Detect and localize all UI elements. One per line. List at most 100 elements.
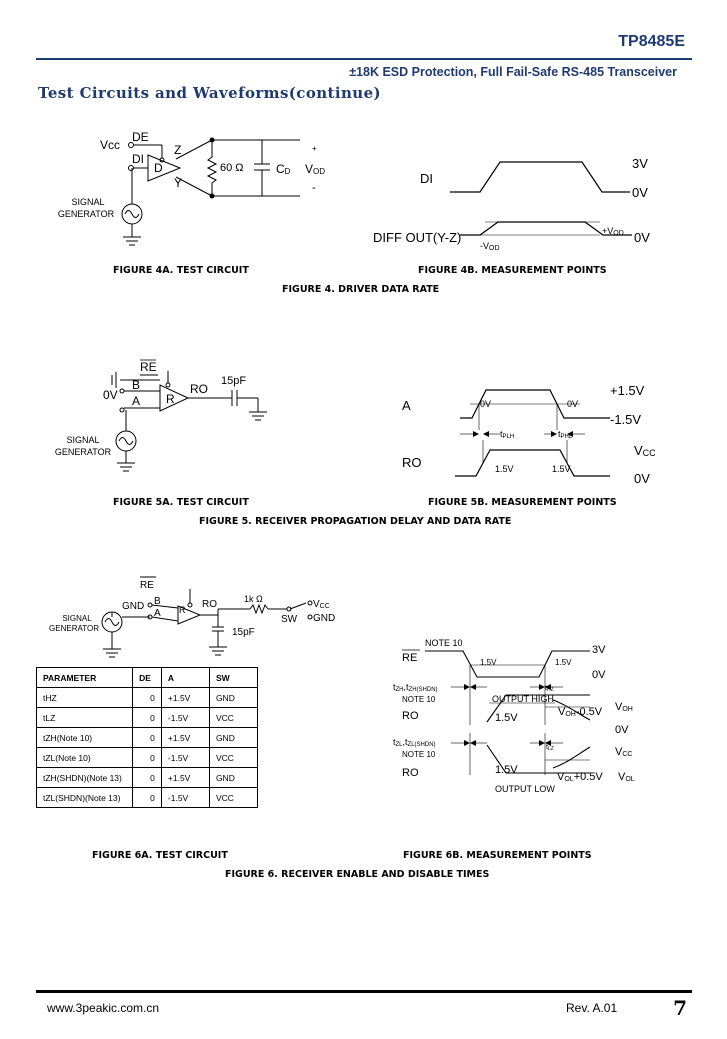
vod-minus: - [312,182,316,194]
figure-5a-circuit: RE B A 0V R RO 15pF SIGNAL GENERATOR [55,359,267,472]
ro-low-level: 0V [634,471,650,486]
figure-6a-circuit: RE GND B A R RO 1k Ω VCC GND SW 15pF SIG… [49,576,335,658]
driver-label: D [154,161,163,175]
figure-6b-caption: FIGURE 6B. MEASUREMENT POINTS [403,850,592,861]
ro-label: RO [190,382,208,396]
vcc-label: VCC [634,443,656,458]
figure-6b-waveforms: NOTE 10 RE 3V 0V 1.5V 1.5V tZH,tZH(SHDN)… [393,638,635,794]
gnd2-label: GND [313,613,335,624]
figure-4-caption: FIGURE 4. DRIVER DATA RATE [282,284,440,295]
diff-zero-level: 0V [634,230,650,245]
generator-label-2: GENERATOR [58,209,115,219]
document-subtitle: ±18K ESD Protection, Full Fail-Safe RS-4… [349,65,677,79]
tzl-label: tZL,tZL(SHDN) [393,737,436,748]
di-wave-label: DI [420,171,433,186]
table-cell: 0 [132,707,162,728]
ro-label: RO [202,599,217,610]
ro-wave-label-2: RO [402,767,419,779]
load-resistor-label: 1k Ω [244,594,263,604]
table-header-cell: SW [208,667,259,688]
di-label: DI [132,152,144,166]
table-cell: +1.5V [160,767,210,788]
b-label: B [154,596,161,607]
table-header-cell: PARAMETER [35,667,134,688]
table-cell: VCC [208,747,259,768]
figure-4a-caption: FIGURE 4A. TEST CIRCUIT [113,265,249,276]
z-label: Z [174,143,181,157]
output-high-label: OUTPUT HIGH [492,694,554,704]
threshold-label-4: 1.5V [495,764,518,776]
a-label: A [132,394,140,408]
figure-5-caption: FIGURE 5. RECEIVER PROPAGATION DELAY AND… [199,516,512,527]
receiver-label: R [166,392,175,406]
figure-4a-circuit: Vcc DE DI D Z Y 60 Ω CD VOD + - SIGNAL G… [58,130,325,246]
vcc-level: VCC [615,746,632,758]
tlz-label: tLZ [546,744,554,752]
generator-label-2: GENERATOR [55,447,112,457]
vcc-label: Vcc [100,138,120,152]
thz-label: tHZ [545,685,554,693]
table-cell: 0 [132,687,162,708]
vol-plus-label: VOL+0.5V [557,771,603,783]
table-header-cell: A [160,667,210,688]
a-label: A [154,608,161,619]
table-cell: VCC [208,787,259,808]
minus-vod-label: -VOD [480,241,500,252]
table-cell: -1.5V [160,787,210,808]
load-cap-label: 15pF [221,375,246,387]
website-link[interactable]: www.3peakic.com.cn [47,1001,160,1015]
table-cell: VCC [208,707,259,728]
figure-4b-caption: FIGURE 4B. MEASUREMENT POINTS [418,265,607,276]
tzh-label: tZH,tZH(SHDN) [393,682,438,693]
figure-5b-waveforms: A +1.5V -1.5V 0V 0V tPLH tPHL RO VCC 0V … [402,383,656,486]
table-cell: +1.5V [160,687,210,708]
ro-wave-label-1: RO [402,710,419,722]
section-title: Test Circuits and Waveforms(continue) [38,84,382,102]
figure-5b-caption: FIGURE 5B. MEASUREMENT POINTS [428,497,617,508]
output-low-label: OUTPUT LOW [495,784,555,794]
voh-minus-label: VOH-0.5V [558,706,603,718]
table-cell: tZL(Note 10) [35,747,134,768]
receiver-label: R [179,605,186,615]
vol-label: VOL [618,771,635,783]
switch-label: SW [281,614,298,625]
cd-label: CD [276,162,291,176]
voh-label: VOH [615,701,633,713]
note10-label-2: NOTE 10 [402,695,436,704]
table-cell: +1.5V [160,727,210,748]
table-cell: tLZ [35,707,134,728]
tplh-label: tPLH [500,429,514,440]
table-cell: -1.5V [160,747,210,768]
threshold-label-3: 1.5V [495,712,518,724]
tphl-label: tPHL [558,429,573,440]
ro-zero-level: 0V [615,724,629,736]
table-cell: 0 [132,747,162,768]
zero-crossing-label-1: 0V [480,399,491,409]
vcc-label: VCC [313,599,330,610]
re-wave-label: RE [402,652,417,664]
figure-6a-caption: FIGURE 6A. TEST CIRCUIT [92,850,228,861]
note10-label-1: NOTE 10 [425,638,463,648]
di-low-level: 0V [632,185,648,200]
a-wave-label: A [402,398,411,413]
b-label: B [132,378,140,392]
threshold-label-1: 1.5V [480,658,497,667]
table-cell: tZH(SHDN)(Note 13) [35,767,134,788]
di-high-level: 3V [632,156,648,171]
table-cell: tZH(Note 10) [35,727,134,748]
de-label: DE [132,130,149,144]
plus-1-5v-label: +1.5V [610,383,645,398]
load-cap-label: 15pF [232,627,255,638]
table-cell: GND [208,687,259,708]
header-rule [36,58,692,60]
generator-label-1: SIGNAL [62,614,92,623]
table-cell: GND [208,727,259,748]
generator-label-1: SIGNAL [71,197,104,207]
